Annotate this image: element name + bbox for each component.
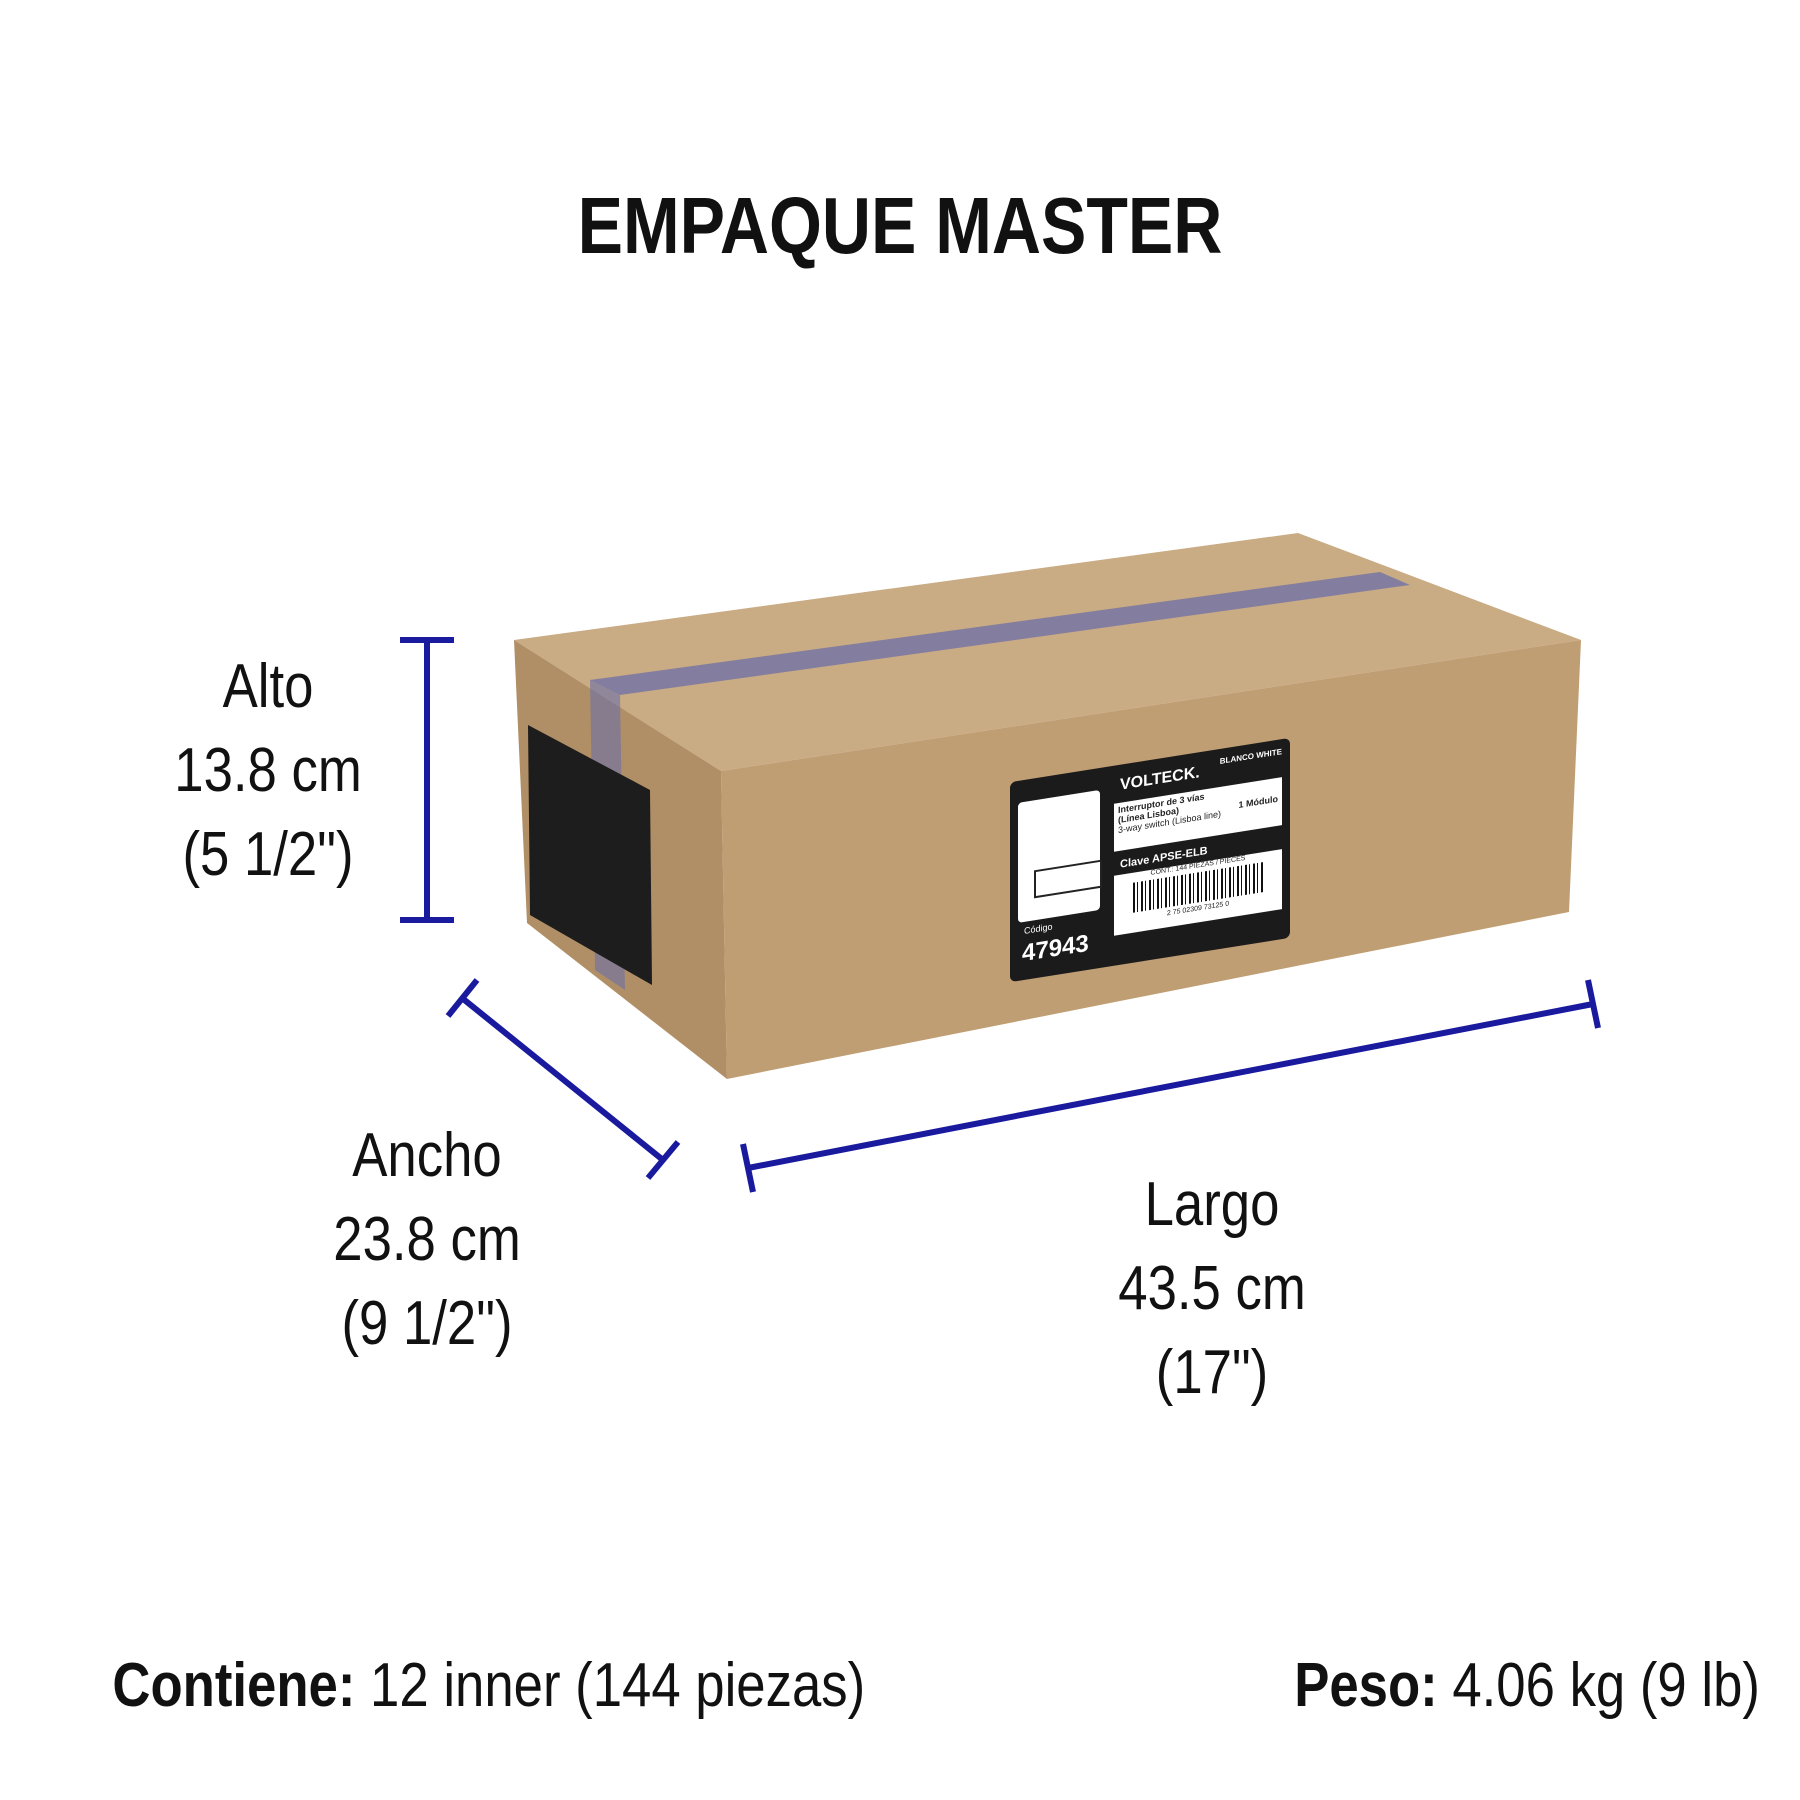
ancho-label: Ancho [352,1121,502,1190]
ancho-dimension-line [445,978,681,1180]
switch-image [1018,789,1102,923]
page-title: EMPAQUE MASTER [577,181,1223,270]
ancho-imperial: (9 1/2") [341,1289,513,1358]
alto-dimension-line [400,637,454,923]
contents-label: Contiene: [112,1651,356,1720]
largo-label: Largo [1144,1170,1280,1239]
largo-text: Largo 43.5 cm (17") [1012,1163,1412,1415]
contents-value: 12 inner (144 piezas) [370,1651,866,1720]
weight-label: Peso: [1294,1651,1438,1720]
codigo-value: 47943 [1022,929,1089,968]
tape-strip [590,572,1410,695]
ancho-text: Ancho 23.8 cm (9 1/2") [227,1114,627,1366]
largo-metric: 43.5 cm [1118,1254,1306,1323]
ancho-metric: 23.8 cm [333,1205,521,1274]
codigo-label: Código [1024,921,1053,936]
side-label [528,725,652,985]
alto-label: Alto [222,652,314,721]
largo-imperial: (17") [1155,1338,1269,1407]
weight-value: 4.06 kg (9 lb) [1452,1651,1760,1720]
alto-metric: 13.8 cm [174,736,362,805]
brand-logo: VOLTECK. [1120,764,1200,794]
weight-info: Peso: 4.06 kg (9 lb) [1294,1650,1760,1721]
alto-text: Alto 13.8 cm (5 1/2") [68,645,468,897]
alto-imperial: (5 1/2") [182,820,354,889]
contents-info: Contiene: 12 inner (144 piezas) [112,1650,865,1721]
color-text: BLANCO WHITE [1219,747,1282,766]
largo-dimension-line [740,979,1601,1193]
